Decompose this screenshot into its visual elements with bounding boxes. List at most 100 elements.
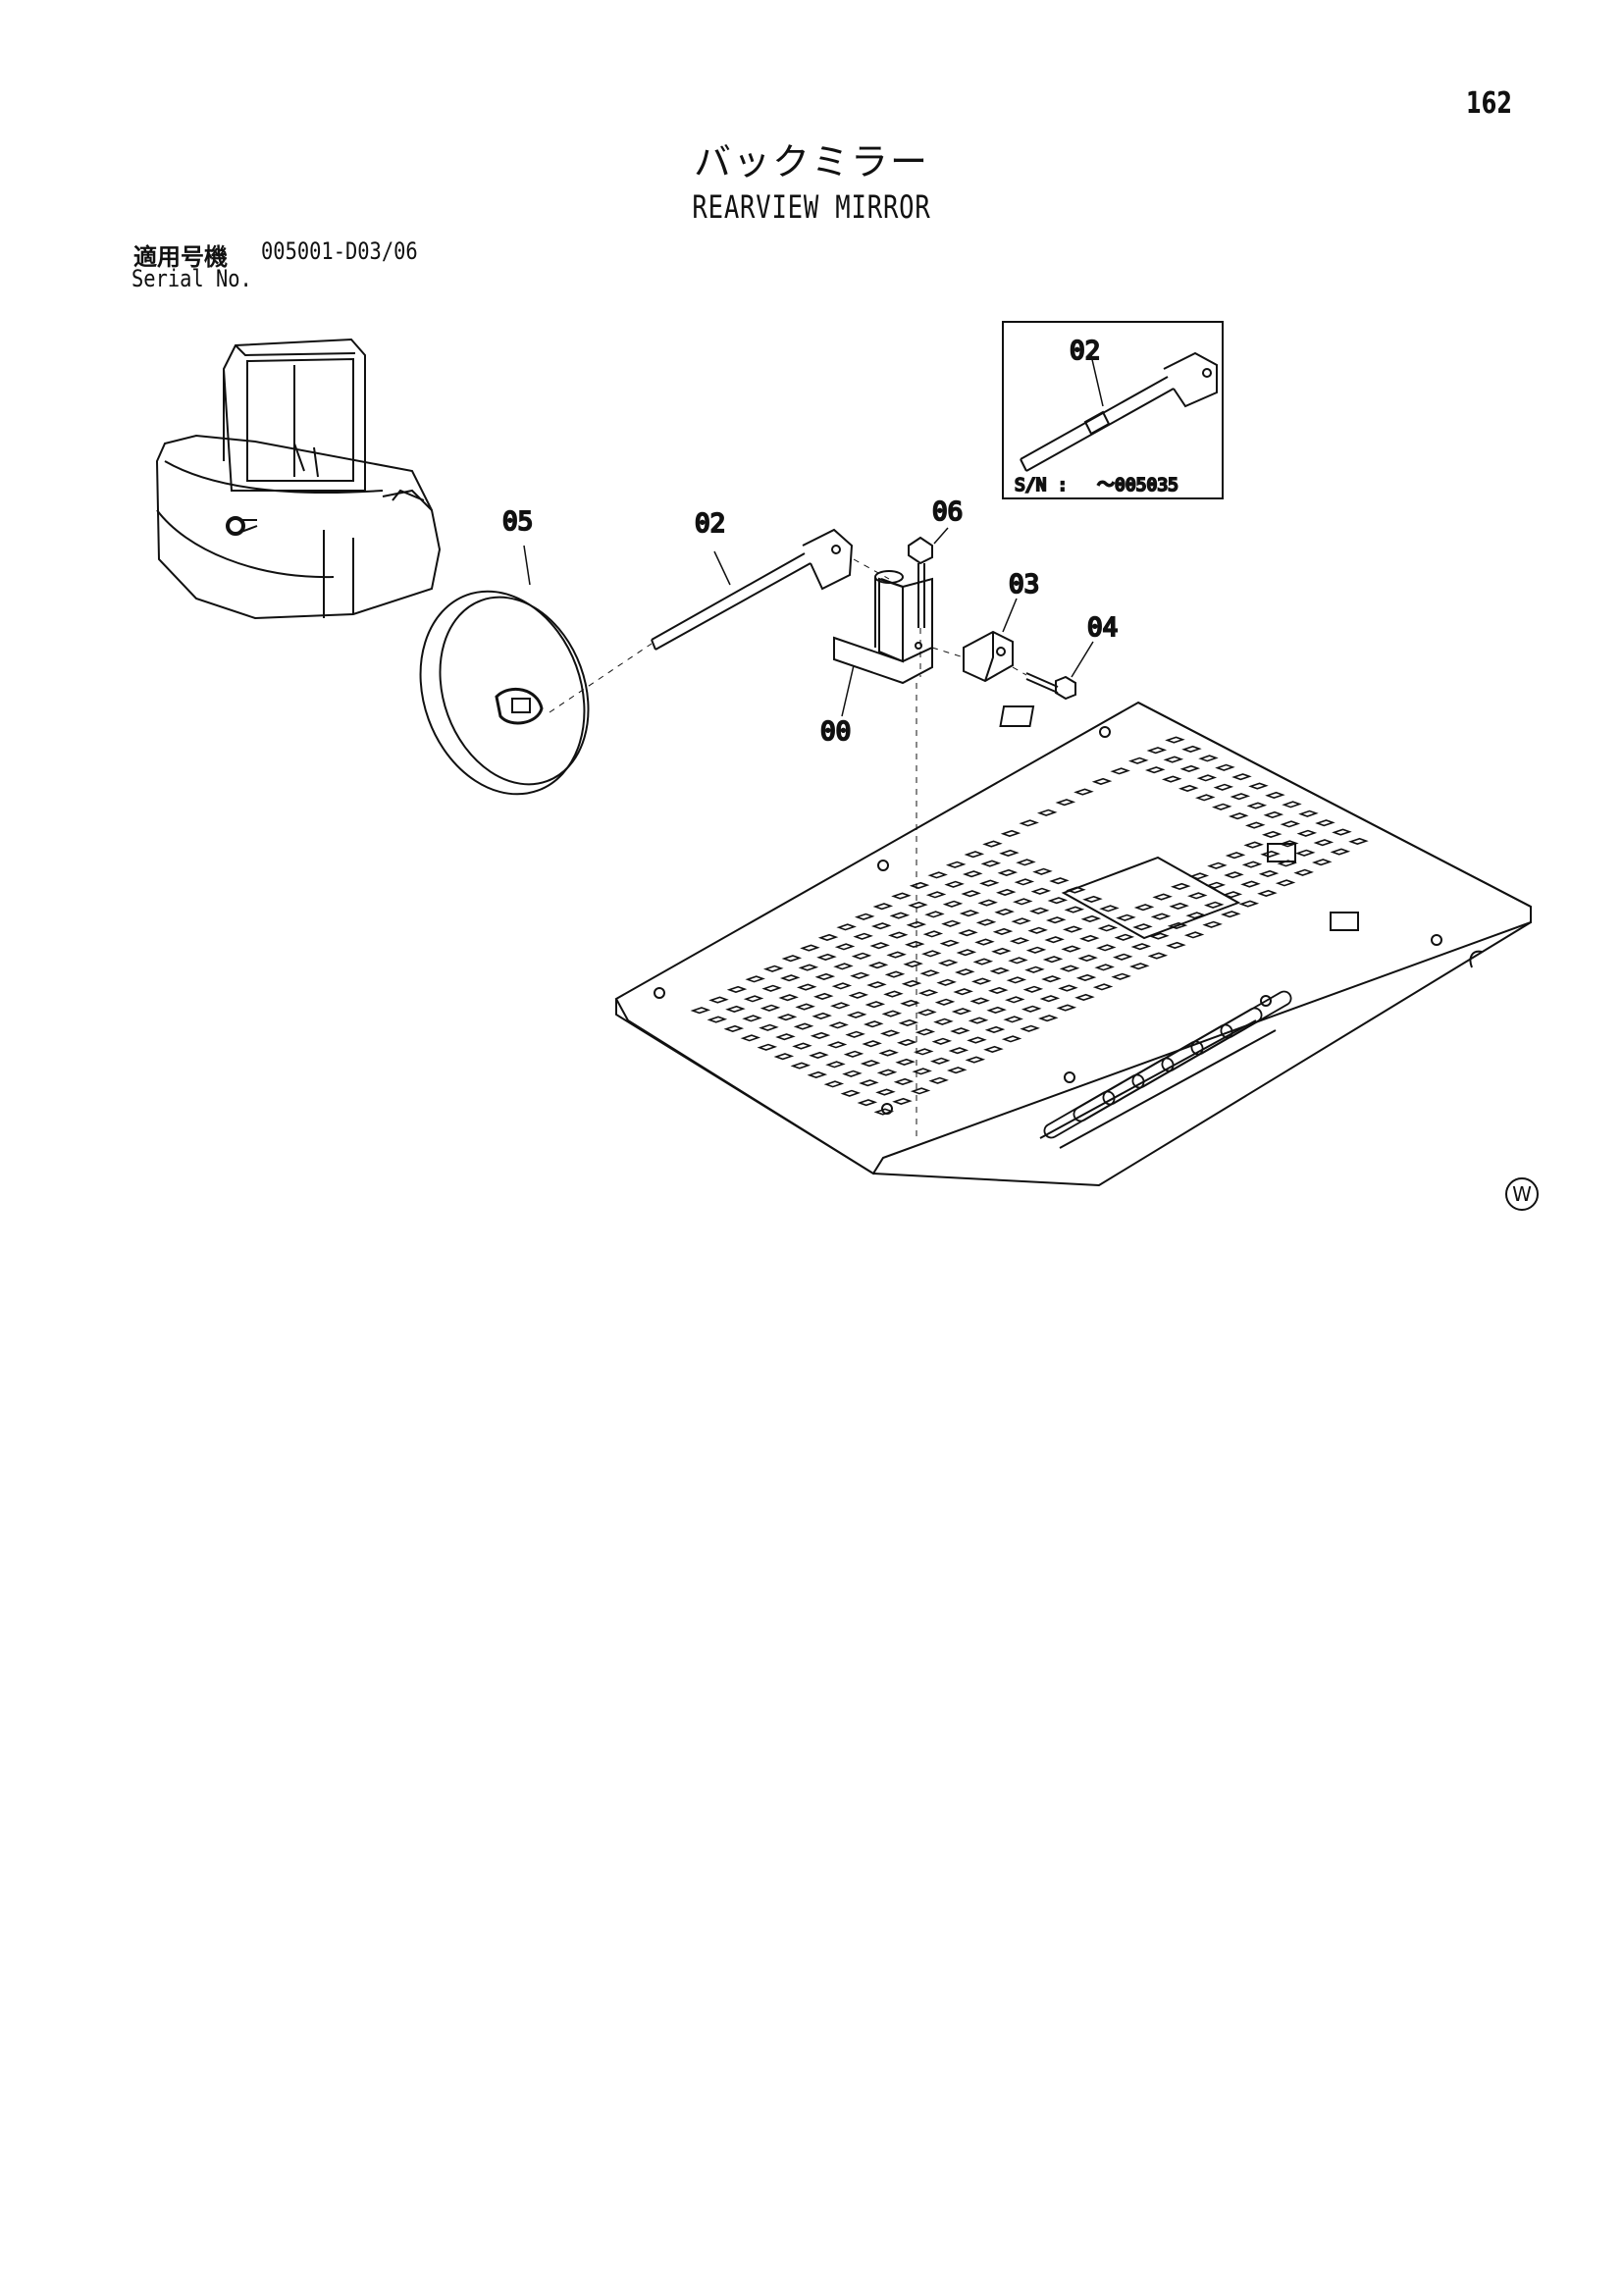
grid-hole [1024,965,1045,973]
grid-hole [1073,788,1094,796]
grid-hole [931,1037,953,1045]
grid-hole [1224,871,1244,879]
grid-hole [1000,829,1021,838]
grid-hole [917,989,939,997]
bolt-06 [908,536,933,628]
grid-hole [1127,757,1149,764]
title-english: REARVIEW MIRROR [692,188,931,226]
grid-hole [927,871,948,879]
floor-slot [1220,990,1292,1039]
grid-hole [1080,914,1102,923]
grid-hole [934,998,956,1006]
grid-hole [1169,902,1189,911]
grid-hole [796,983,817,991]
grid-hole [1058,984,1078,992]
grid-hole [1202,920,1223,928]
grid-hole [1246,802,1268,809]
grid-hole [850,971,870,979]
grid-hole [1133,904,1155,912]
grid-hole [919,969,940,977]
grid-hole [941,919,962,927]
grid-hole [1211,803,1232,810]
grid-hole [1261,830,1283,839]
grid-hole [853,932,873,940]
grid-hole [1064,906,1085,913]
grid-hole [793,1022,814,1030]
grid-hole [1240,880,1261,888]
grid-hole [1094,964,1115,971]
grid-hole [1181,745,1202,754]
grid-hole [1230,793,1251,801]
grid-hole [1296,829,1318,837]
grid-hole [866,981,887,989]
grid-hole [1150,913,1172,920]
w-mark: W [1505,1177,1539,1211]
grid-hole [1006,976,1027,984]
grid-hole [1293,868,1314,876]
grid-hole [953,988,973,996]
grid-hole [954,968,975,976]
grid-hole [860,1060,881,1068]
grid-hole [1277,860,1297,867]
grid-hole [826,1041,848,1049]
grid-hole [1147,952,1169,960]
inset-serial-prefix: S/N : [1015,475,1068,496]
grid-hole [1001,1035,1022,1043]
grid-hole [895,1058,916,1067]
grid-hole [984,1025,1006,1034]
grid-hole [875,1088,896,1096]
grid-hole [962,870,983,878]
machine-overview [155,338,442,620]
grid-hole [1243,841,1264,849]
grid-hole [942,900,964,908]
grid-hole [989,966,1011,975]
grid-hole [1257,889,1278,898]
grid-hole [1095,944,1117,952]
grid-hole [707,1016,728,1023]
grid-hole [1183,931,1205,939]
grid-hole [909,881,930,890]
grid-hole [833,963,854,970]
grid-hole [828,1021,849,1029]
grid-hole [1196,774,1218,782]
callout-06: 06 [932,497,963,527]
grid-hole [1260,850,1281,859]
grid-hole [970,977,992,985]
grid-hole [987,986,1009,995]
grid-hole [812,992,834,1001]
grid-hole [1074,993,1095,1002]
grid-hole [848,991,869,999]
grid-hole [982,840,1003,848]
grid-hole [1332,828,1352,836]
grid-hole [983,1045,1004,1054]
grid-hole [1185,912,1206,919]
grid-hole [1111,972,1131,980]
rod-02 [651,528,854,651]
grid-hole [878,1049,899,1057]
grid-hole [846,1011,867,1018]
grid-hole [1114,933,1135,941]
grid-hole [778,994,799,1002]
grid-hole [893,1077,915,1086]
grid-hole [823,1080,845,1088]
grid-hole [986,1006,1007,1015]
grid-hole [1194,794,1216,802]
grid-hole [1163,756,1184,763]
grid-hole [759,1004,781,1012]
grid-hole [928,1076,949,1084]
grid-hole [1092,983,1114,991]
callout-03: 03 [1009,570,1039,600]
grid-hole [869,942,890,950]
grid-hole [1178,784,1199,793]
grid-hole [901,979,922,988]
grid-hole [1205,881,1227,889]
grid-hole [961,890,981,898]
grid-hole [800,944,820,952]
callout-lines [523,527,1094,717]
grid-hole [1225,852,1246,860]
grid-hole [1330,848,1351,856]
grid-hole [912,1068,932,1075]
grid-hole [1037,1015,1059,1022]
grid-hole [870,922,892,930]
grid-hole [1014,878,1035,886]
